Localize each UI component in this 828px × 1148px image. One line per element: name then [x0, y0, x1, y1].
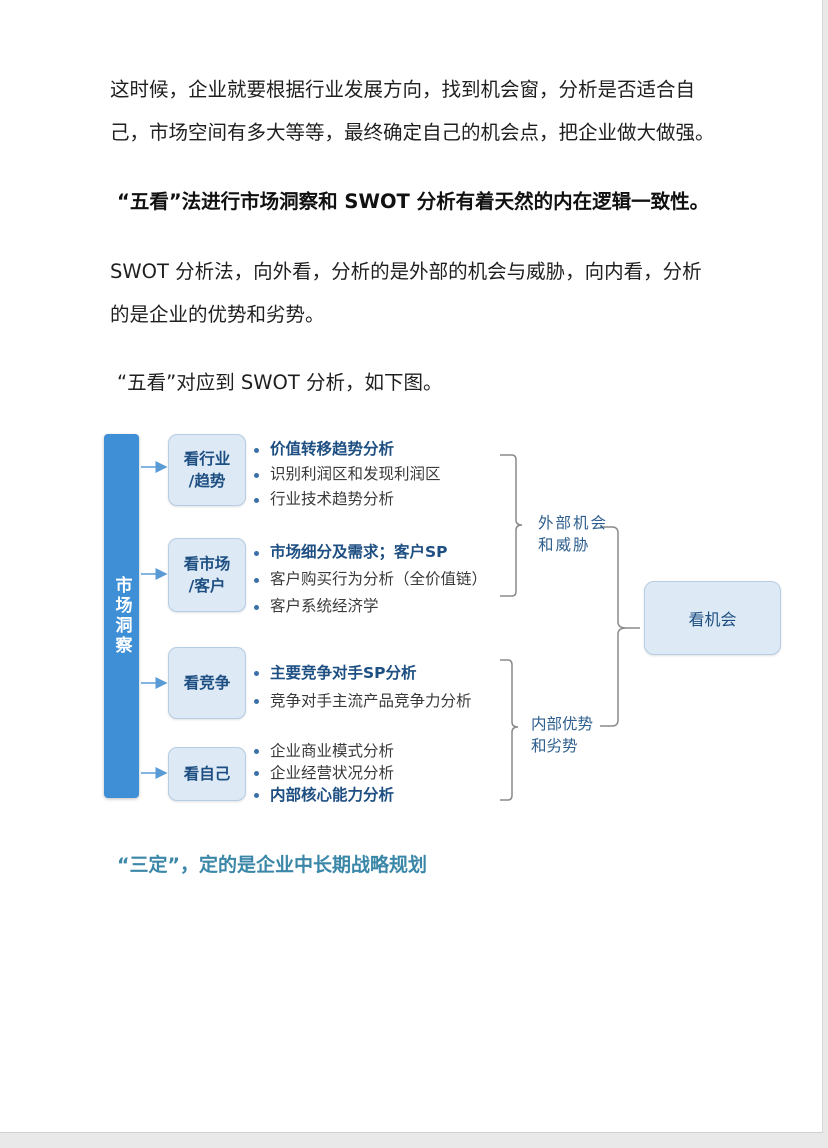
- section-heading: “三定”，定的是企业中长期战略规划: [117, 854, 427, 876]
- opportunity-label: 看机会: [688, 610, 737, 629]
- paragraph-line: “五看”对应到 SWOT 分析，如下图。: [117, 371, 443, 394]
- paragraph-line: 的是企业的优势和劣势。: [110, 303, 325, 326]
- market-insight-bar: 市场洞察: [104, 434, 139, 798]
- bullet-list-market: 市场细分及需求；客户SP 客户购买行为分析（全价值链） 客户系统经济学: [252, 539, 487, 620]
- box-label: 看竞争: [183, 674, 231, 692]
- bold-statement: “五看”法进行市场洞察和 SWOT 分析有着天然的内在逻辑一致性。: [117, 190, 710, 213]
- bracket-external: [500, 454, 523, 597]
- bullet-list-self: 企业商业模式分析 企业经营状况分析 内部核心能力分析: [252, 740, 394, 806]
- external-label: 外部机会 和威胁: [538, 514, 609, 554]
- box-market-customer: 看市场 /客户: [168, 538, 246, 612]
- box-label: 看行业 /趋势: [183, 450, 231, 490]
- list-item: 企业商业模式分析: [252, 740, 394, 762]
- side-label: 市场洞察: [111, 576, 132, 656]
- list-item: 客户系统经济学: [252, 593, 487, 620]
- list-item: 行业技术趋势分析: [252, 487, 441, 512]
- box-label: 看自己: [183, 765, 231, 783]
- list-item: 主要竞争对手SP分析: [252, 659, 472, 687]
- box-competition: 看竞争: [168, 647, 246, 719]
- list-item: 识别利润区和发现利润区: [252, 462, 441, 487]
- list-item: 市场细分及需求；客户SP: [252, 539, 487, 566]
- box-self: 看自己: [168, 747, 246, 801]
- paragraph-line: 己，市场空间有多大等等，最终确定自己的机会点，把企业做大做强。: [110, 121, 715, 144]
- list-item: 内部核心能力分析: [252, 784, 394, 806]
- box-label: 看市场 /客户: [183, 555, 231, 595]
- list-item: 竞争对手主流产品竞争力分析: [252, 687, 472, 715]
- internal-label: 内部优势 和劣势: [531, 715, 594, 755]
- paragraph-line: SWOT 分析法，向外看，分析的是外部的机会与威胁，向内看，分析: [110, 260, 702, 283]
- bracket-internal: [500, 659, 519, 801]
- bracket-outer: [600, 526, 640, 727]
- box-industry-trend: 看行业 /趋势: [168, 434, 246, 506]
- list-item: 客户购买行为分析（全价值链）: [252, 566, 487, 593]
- bullet-list-industry: 价值转移趋势分析 识别利润区和发现利润区 行业技术趋势分析: [252, 437, 441, 512]
- bullet-list-competition: 主要竞争对手SP分析 竞争对手主流产品竞争力分析: [252, 659, 472, 715]
- list-item: 企业经营状况分析: [252, 762, 394, 784]
- opportunity-box: 看机会: [644, 581, 781, 655]
- paragraph-line: 这时候，企业就要根据行业发展方向，找到机会窗，分析是否适合自: [110, 78, 696, 101]
- list-item: 价值转移趋势分析: [252, 437, 441, 462]
